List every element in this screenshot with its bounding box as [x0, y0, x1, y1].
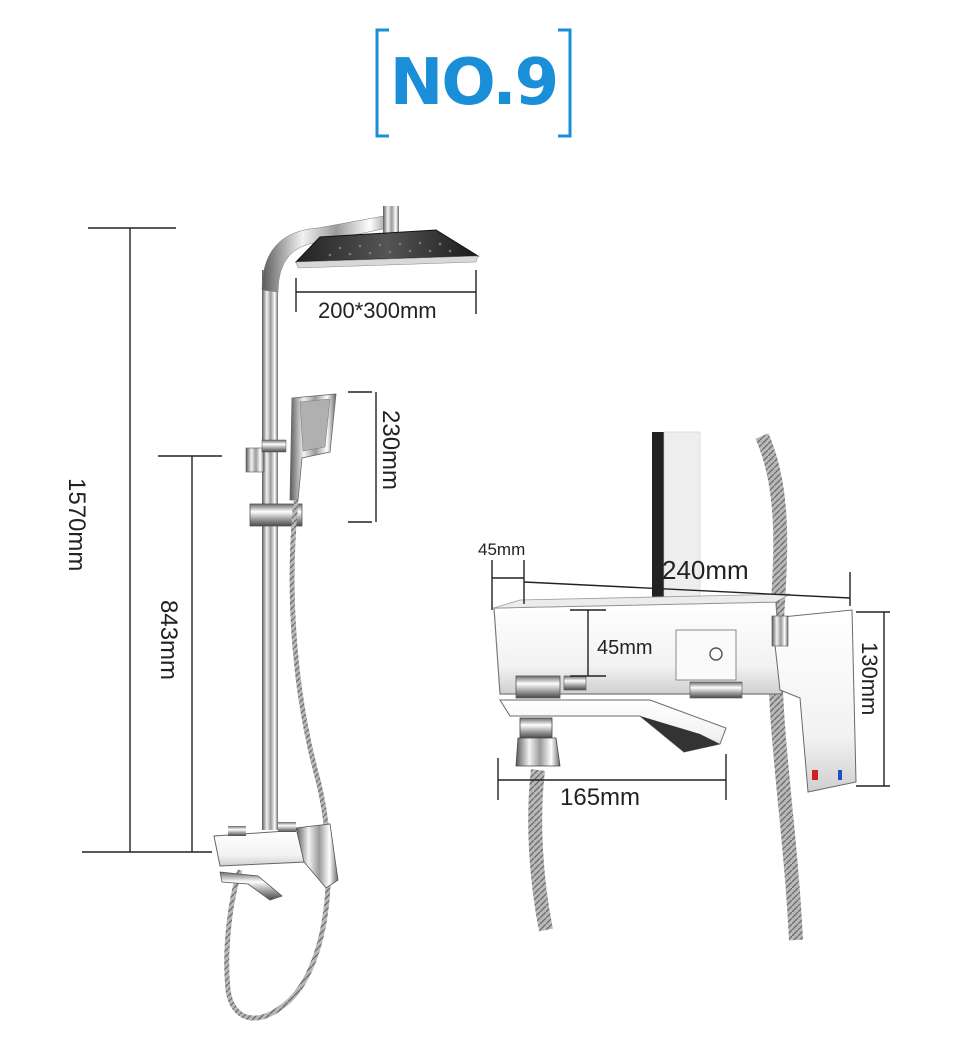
dimension-inlet-width: 45mm — [478, 540, 526, 559]
rain-head-nozzles — [328, 241, 452, 257]
dimension-spout-length: 165mm — [560, 784, 641, 811]
mixer-handle — [771, 609, 857, 793]
left-dimension-lines — [82, 227, 477, 853]
dimension-hand-shower-length: 230mm — [377, 410, 404, 491]
dimension-total-height: 1570mm — [63, 478, 90, 572]
badge-frame — [375, 28, 572, 138]
hot-indicator — [812, 770, 818, 780]
riser-pipe — [262, 270, 278, 830]
cold-indicator — [838, 770, 842, 780]
right-dimension-lines — [491, 560, 890, 800]
dimension-mixer-depth: 45mm — [597, 637, 653, 659]
arm-connector — [383, 206, 399, 236]
mixer-detail — [493, 431, 857, 941]
inlet-fitting — [519, 717, 553, 739]
dimension-mixer-height: 843mm — [155, 600, 182, 681]
shower-hose — [224, 499, 331, 1021]
dimension-mixer-width: 240mm — [662, 555, 749, 585]
inlet-hose — [528, 769, 553, 932]
rail-clamp — [249, 503, 303, 527]
riser-pipe-detail — [652, 432, 664, 616]
model-number: NO.9 — [389, 46, 559, 120]
bath-spout — [219, 871, 283, 901]
hand-shower-holder — [245, 447, 265, 473]
diverter-knob — [675, 629, 737, 681]
dimension-mixer-body-height: 130mm — [857, 642, 882, 716]
dimension-rain-head-size: 200*300mm — [318, 298, 437, 323]
shower-column — [213, 206, 480, 1021]
model-badge: NO.9 — [375, 28, 572, 138]
thermostatic-mixer — [213, 829, 307, 867]
